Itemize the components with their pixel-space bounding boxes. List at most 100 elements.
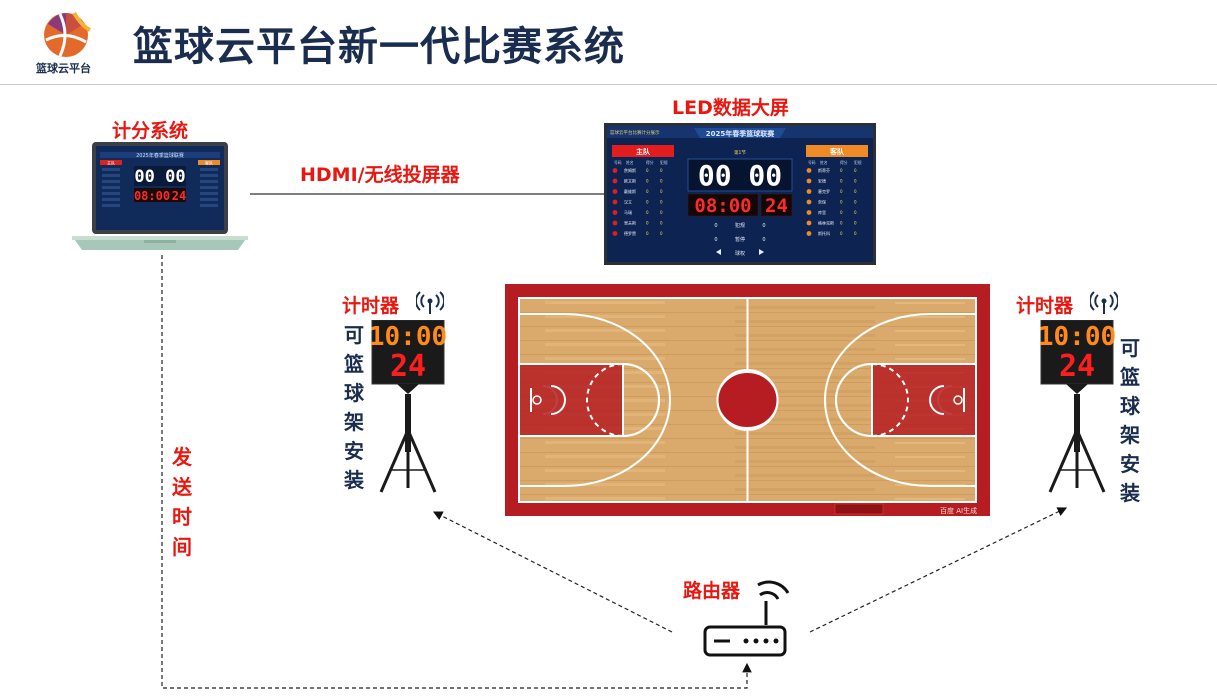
- timer-right-mount-text: 可 篮 球 架 安 装: [1120, 336, 1140, 505]
- player-stat: 0: [646, 231, 649, 236]
- player-number-badge: [612, 210, 618, 215]
- player-stat: 0: [840, 221, 843, 226]
- player-number-badge: [806, 220, 812, 226]
- led-screen-label: LED数据大屏: [672, 97, 789, 119]
- timer-right-shot: 24: [1059, 349, 1095, 384]
- player-stat: 0: [660, 200, 663, 205]
- led-home-label: 主队: [636, 147, 651, 156]
- possession-right-icon: [759, 249, 764, 255]
- player-name: 格林克斯: [818, 220, 834, 226]
- page-title: 篮球云平台新一代比赛系统: [133, 24, 625, 70]
- player-stat: 0: [854, 189, 857, 194]
- player-number-badge: [806, 189, 812, 194]
- player-stat: 0: [660, 189, 663, 194]
- player-number-badge: [806, 199, 812, 205]
- timer-right-device: 10:00 24: [1038, 320, 1116, 493]
- led-stat-label: 暂停: [735, 236, 745, 243]
- timer-left-clock: 10:00: [369, 322, 447, 352]
- led-score: 00 00: [698, 159, 782, 192]
- player-stat: 0: [660, 231, 663, 236]
- player-name: 德罗赞: [624, 230, 636, 236]
- basketball-court: 百度 AI生成: [505, 284, 990, 516]
- player-stat: 0: [646, 221, 649, 226]
- court-watermark: 百度 AI生成: [940, 506, 977, 515]
- player-stat: 0: [660, 168, 663, 173]
- logo-icon: [44, 11, 91, 57]
- player-stat: 0: [840, 200, 843, 205]
- player-stat: 0: [660, 179, 663, 184]
- signal-icon: [416, 291, 444, 314]
- led-shot-clock: 24: [765, 195, 788, 217]
- led-col-name: 姓名: [820, 160, 828, 165]
- led-col-points: 得分: [840, 160, 848, 165]
- player-number-badge: [612, 220, 618, 226]
- player-name: 汉立: [624, 199, 632, 205]
- player-name: 欧文斯: [624, 178, 636, 184]
- player-number-badge: [612, 189, 618, 194]
- led-col-number: 号码: [808, 160, 816, 165]
- player-number-badge: [806, 210, 812, 215]
- led-stat-label: 犯规: [735, 222, 745, 229]
- led-screen: 篮球云平台比赛计分展示 2025年春季篮球联赛 主队 客队 第1节 号码 姓名 …: [604, 123, 876, 265]
- led-possession: 球权: [735, 250, 745, 257]
- player-stat: 0: [854, 210, 857, 215]
- player-number-badge: [612, 178, 618, 184]
- signal-icon: [1090, 291, 1118, 314]
- player-stat: 0: [646, 200, 649, 205]
- led-col-name: 姓名: [626, 160, 634, 165]
- timer-right-clock: 10:00: [1038, 322, 1116, 352]
- laptop-shot-clock: 24: [172, 189, 186, 203]
- player-stat: 0: [646, 210, 649, 215]
- player-number-badge: [612, 231, 618, 236]
- player-number-badge: [612, 168, 618, 173]
- timer-left-device: 10:00 24: [369, 320, 447, 493]
- player-stat: 0: [646, 168, 649, 173]
- player-stat: 0: [854, 200, 857, 205]
- led-stat-left: 0: [714, 237, 717, 243]
- router-icon: [703, 580, 790, 657]
- player-name: 奈保: [818, 199, 826, 205]
- player-stat: 0: [840, 179, 843, 184]
- player-name: 詹姆斯: [624, 167, 636, 173]
- player-number-badge: [806, 231, 812, 236]
- timer-left-label: 计时器: [342, 295, 400, 317]
- scoring-system-label: 计分系统: [112, 120, 189, 142]
- led-stat-left: 0: [714, 223, 717, 229]
- player-stat: 0: [660, 210, 663, 215]
- player-number-badge: [806, 178, 812, 184]
- send-time-text: 发 送 时 间: [172, 445, 192, 559]
- laptop-icon: 2025年春季篮球联赛 主队 客队 00 00 08:00 24: [72, 142, 248, 250]
- player-stat: 0: [854, 231, 857, 236]
- timer-left-shot: 24: [390, 349, 426, 384]
- player-stat: 0: [854, 179, 857, 184]
- player-name: 塞克罗: [818, 188, 830, 194]
- player-name: 库里: [818, 209, 826, 215]
- timer-right-label: 计时器: [1016, 295, 1074, 317]
- laptop-away-label: 客队: [205, 160, 213, 166]
- led-away-label: 客队: [829, 147, 845, 156]
- player-name: 安德: [818, 178, 826, 184]
- laptop-clock: 08:00: [134, 189, 170, 203]
- player-stat: 0: [840, 189, 843, 194]
- player-stat: 0: [854, 221, 857, 226]
- laptop-home-label: 主队: [107, 160, 115, 166]
- player-name: 斯托科: [818, 230, 830, 236]
- led-stat-right: 0: [762, 237, 765, 243]
- led-col-fouls: 犯规: [660, 160, 668, 165]
- player-name: 里夫斯: [624, 220, 636, 226]
- led-col-fouls: 犯规: [854, 160, 862, 165]
- led-col-points: 得分: [646, 160, 654, 165]
- player-stat: 0: [840, 231, 843, 236]
- player-stat: 0: [646, 179, 649, 184]
- player-number-badge: [612, 199, 618, 205]
- player-stat: 0: [660, 221, 663, 226]
- connection-label: HDMI/无线投屏器: [300, 164, 460, 186]
- player-stat: 0: [840, 168, 843, 173]
- player-name: 马瑞: [624, 209, 632, 215]
- player-number-badge: [806, 168, 812, 173]
- laptop-score: 00 00: [134, 167, 185, 187]
- player-name: 斯蒂芬: [818, 167, 830, 173]
- player-stat: 0: [854, 168, 857, 173]
- led-col-number: 号码: [614, 160, 622, 165]
- led-period: 第1节: [734, 149, 746, 156]
